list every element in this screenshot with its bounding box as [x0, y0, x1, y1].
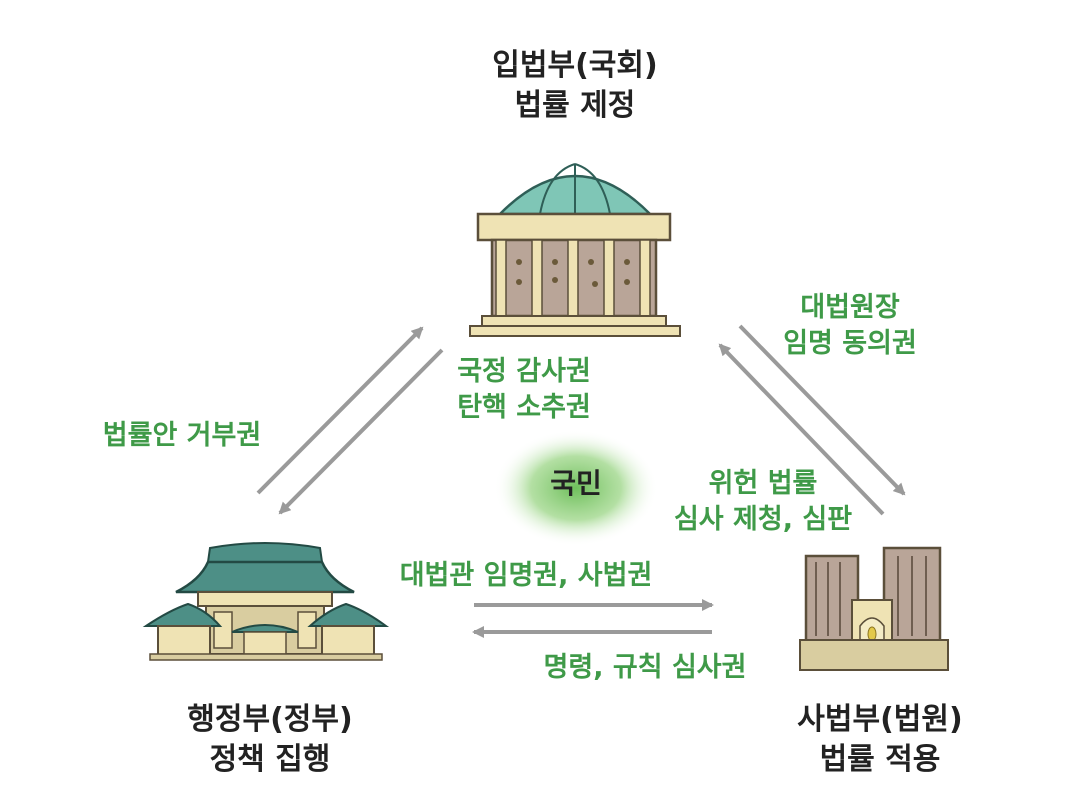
audit-impeachment-label: 국정 감사권 탄핵 소추권 — [424, 354, 624, 425]
legislature-role: 법률 제정 — [514, 87, 636, 123]
consent-line: 임명 동의권 — [783, 327, 917, 359]
arrow-exec-to-leg — [256, 326, 424, 495]
judiciary-label: 사법부(법원) 법률 적용 — [770, 700, 990, 779]
judicial-review-label: 위헌 법률 심사 제청, 심판 — [654, 466, 872, 537]
judiciary-building-icon — [799, 546, 949, 671]
arrow-leg-to-exec — [278, 348, 444, 515]
arrow-jud-to-leg — [718, 343, 885, 516]
legislature-building-icon — [469, 163, 681, 337]
people-label: 국민 — [550, 467, 602, 500]
arrow-leg-to-jud — [738, 324, 906, 496]
judiciary-title: 사법부(법원) — [797, 702, 963, 737]
legislature-label: 입법부(국회) 법률 제정 — [440, 46, 710, 125]
order-rule-review-label: 명령, 규칙 심사권 — [543, 652, 747, 683]
impeachment-line: 탄핵 소추권 — [457, 391, 591, 423]
judiciary-role: 법률 적용 — [819, 741, 941, 777]
review-request-line: 심사 제청, 심판 — [673, 503, 853, 535]
unconstitutional-law-line: 위헌 법률 — [708, 468, 818, 499]
legislature-title: 입법부(국회) — [492, 48, 658, 83]
justice-appointment-label: 대법관 임명권, 사법권 — [399, 560, 653, 591]
people-glow — [494, 430, 658, 546]
executive-building-icon — [142, 542, 390, 661]
executive-title: 행정부(정부) — [187, 702, 353, 737]
executive-role: 정책 집행 — [209, 741, 331, 777]
chief-justice-line: 대법원장 — [800, 292, 900, 323]
executive-label: 행정부(정부) 정책 집행 — [160, 700, 380, 779]
veto-power-label: 법률안 거부권 — [102, 420, 262, 451]
chief-justice-consent-label: 대법원장 임명 동의권 — [770, 290, 930, 361]
audit-line: 국정 감사권 — [457, 356, 591, 387]
